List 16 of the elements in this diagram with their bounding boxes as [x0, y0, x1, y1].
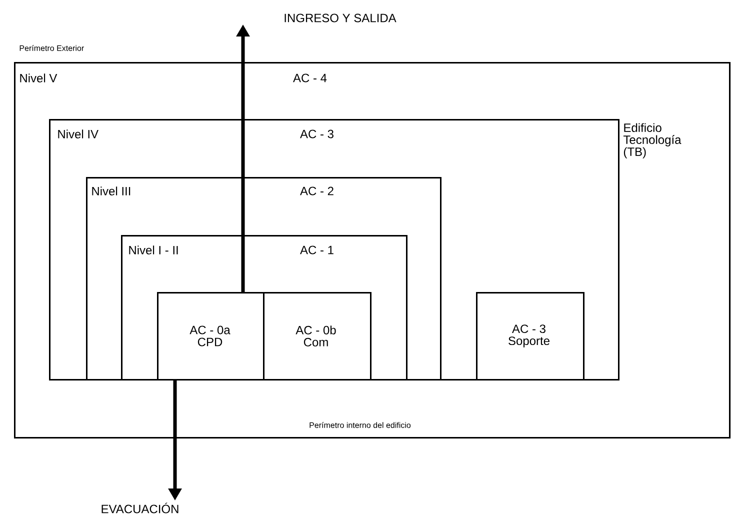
zone-label: Nivel IV [58, 130, 98, 138]
zone-label: AC - 4 [293, 74, 327, 82]
zone-label: AC - 2 [300, 186, 334, 196]
exit-label: INGRESO Y SALIDA [284, 14, 396, 22]
room-label: AC - 3 Soporte [508, 324, 550, 348]
room-label: AC - 0a CPD [190, 326, 230, 346]
zone-label: Perímetro Exterior [20, 45, 84, 51]
zone-label: Nivel I - II [129, 246, 178, 254]
exit-label: EVACUACIÓN [102, 502, 178, 514]
zone-label: Nivel V [20, 74, 58, 82]
perimeter-label: Perímetro interno del edificio [310, 422, 411, 428]
zone-label: Nivel III [92, 186, 130, 196]
room-label: AC - 0b Com [296, 326, 336, 346]
zone-label: AC - 1 [300, 246, 334, 254]
building-label: Edificio Tecnología (TB) [623, 123, 682, 158]
zone-label: AC - 3 [300, 130, 334, 138]
